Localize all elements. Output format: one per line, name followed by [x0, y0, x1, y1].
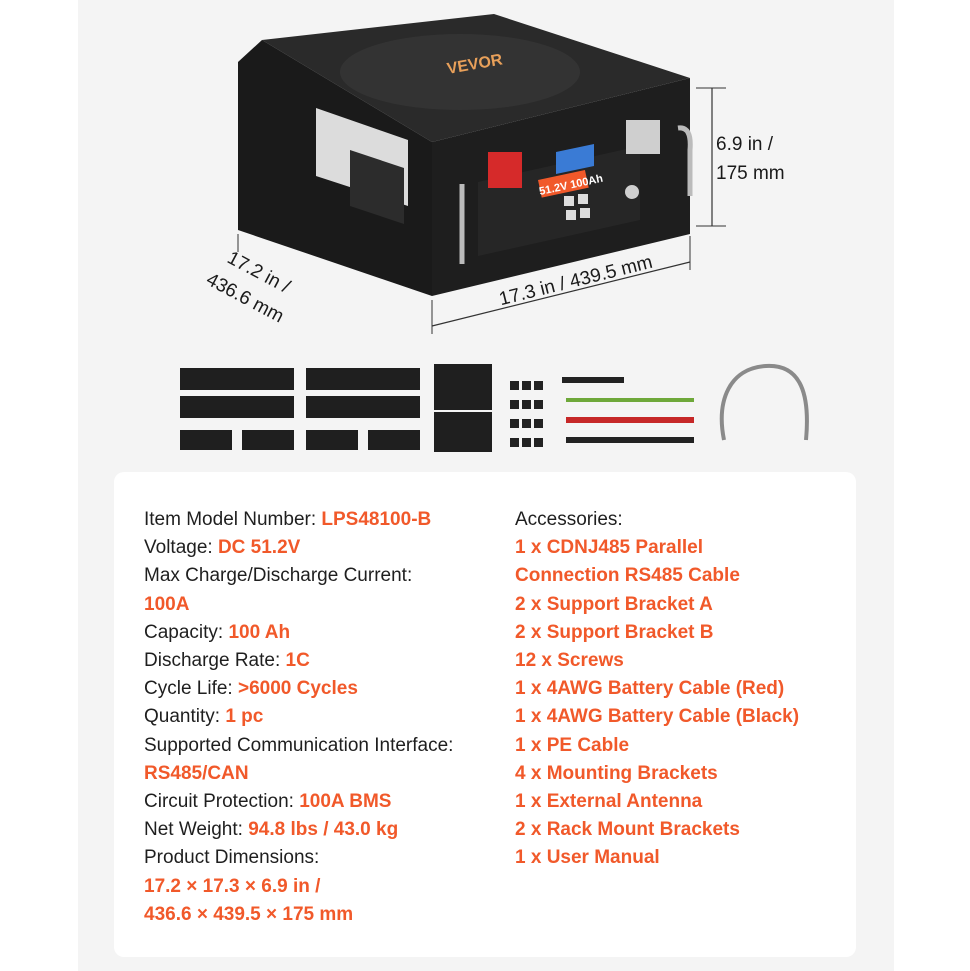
accessory-item: 1 x 4AWG Battery Cable (Red) — [515, 678, 785, 700]
support-bracket-b — [306, 396, 420, 418]
grey-terminal-icon — [626, 120, 660, 154]
accessory-item: Connection RS485 Cable — [515, 565, 740, 587]
accessory-item: 4 x Mounting Brackets — [515, 762, 718, 784]
support-bracket-a — [180, 368, 294, 390]
mounting-bracket — [180, 430, 232, 450]
accessories-illustration — [180, 363, 809, 452]
product-image-area: VEVOR 51.2V 100Ah — [0, 0, 970, 470]
accessory-item: 2 x Support Bracket A — [515, 593, 713, 615]
specs-column: Item Model Number: LPS48100-B Voltage: D… — [144, 506, 504, 929]
accessory-item: 1 x 4AWG Battery Cable (Black) — [515, 706, 800, 728]
mounting-bracket — [306, 430, 358, 450]
rs485-parallel-cable — [719, 363, 809, 441]
screws — [510, 381, 543, 447]
accessory-item: 2 x Support Bracket B — [515, 621, 714, 643]
red-terminal-icon — [488, 152, 522, 188]
support-bracket-a — [180, 396, 294, 418]
accessory-item: 1 x PE Cable — [515, 734, 630, 756]
support-bracket-b — [306, 368, 420, 390]
spec-communication-value: RS485/CAN — [144, 762, 249, 784]
spec-dimensions-label: Product Dimensions: — [144, 847, 320, 869]
battery-illustration: VEVOR 51.2V 100Ah — [180, 14, 809, 452]
height-dimension: 6.9 in / 175 mm — [716, 134, 785, 184]
accessory-item: 1 x User Manual — [515, 847, 660, 869]
spec-dimensions-value-1: 17.2 × 17.3 × 6.9 in / — [144, 875, 321, 897]
spec-model: Item Model Number: LPS48100-B — [144, 509, 432, 530]
accessories-column: Accessories: 1 x CDNJ485 Parallel Connec… — [515, 506, 845, 873]
accessories-title: Accessories: — [515, 509, 623, 530]
mounting-bracket — [242, 430, 294, 450]
rack-mount-bracket — [434, 412, 492, 452]
spec-cycle-life: Cycle Life: >6000 Cycles — [144, 678, 358, 700]
spec-capacity: Capacity: 100 Ah — [144, 621, 291, 643]
spec-discharge-rate: Discharge Rate: 1C — [144, 650, 310, 672]
spec-net-weight: Net Weight: 94.8 lbs / 43.0 kg — [144, 819, 399, 841]
spec-dimensions-value-2: 436.6 × 439.5 × 175 mm — [144, 903, 354, 925]
lcd-screen — [556, 144, 594, 174]
right-handle — [677, 125, 693, 196]
spec-card: Item Model Number: LPS48100-B Voltage: D… — [114, 472, 856, 957]
spec-communication-label: Supported Communication Interface: — [144, 734, 454, 756]
accessory-item: 1 x CDNJ485 Parallel — [515, 537, 704, 559]
accessory-item: 2 x Rack Mount Brackets — [515, 819, 740, 841]
power-button-icon — [625, 185, 639, 199]
spec-current-value: 100A — [144, 593, 190, 615]
accessory-item: 12 x Screws — [515, 650, 624, 672]
rack-mount-bracket — [434, 364, 492, 410]
accessory-item: 1 x External Antenna — [515, 791, 703, 813]
spec-voltage: Voltage: DC 51.2V — [144, 537, 301, 559]
mounting-bracket — [368, 430, 420, 450]
spec-current-label: Max Charge/Discharge Current: — [144, 565, 413, 587]
spec-circuit-protection: Circuit Protection: 100A BMS — [144, 791, 392, 813]
spec-quantity: Quantity: 1 pc — [144, 706, 264, 728]
